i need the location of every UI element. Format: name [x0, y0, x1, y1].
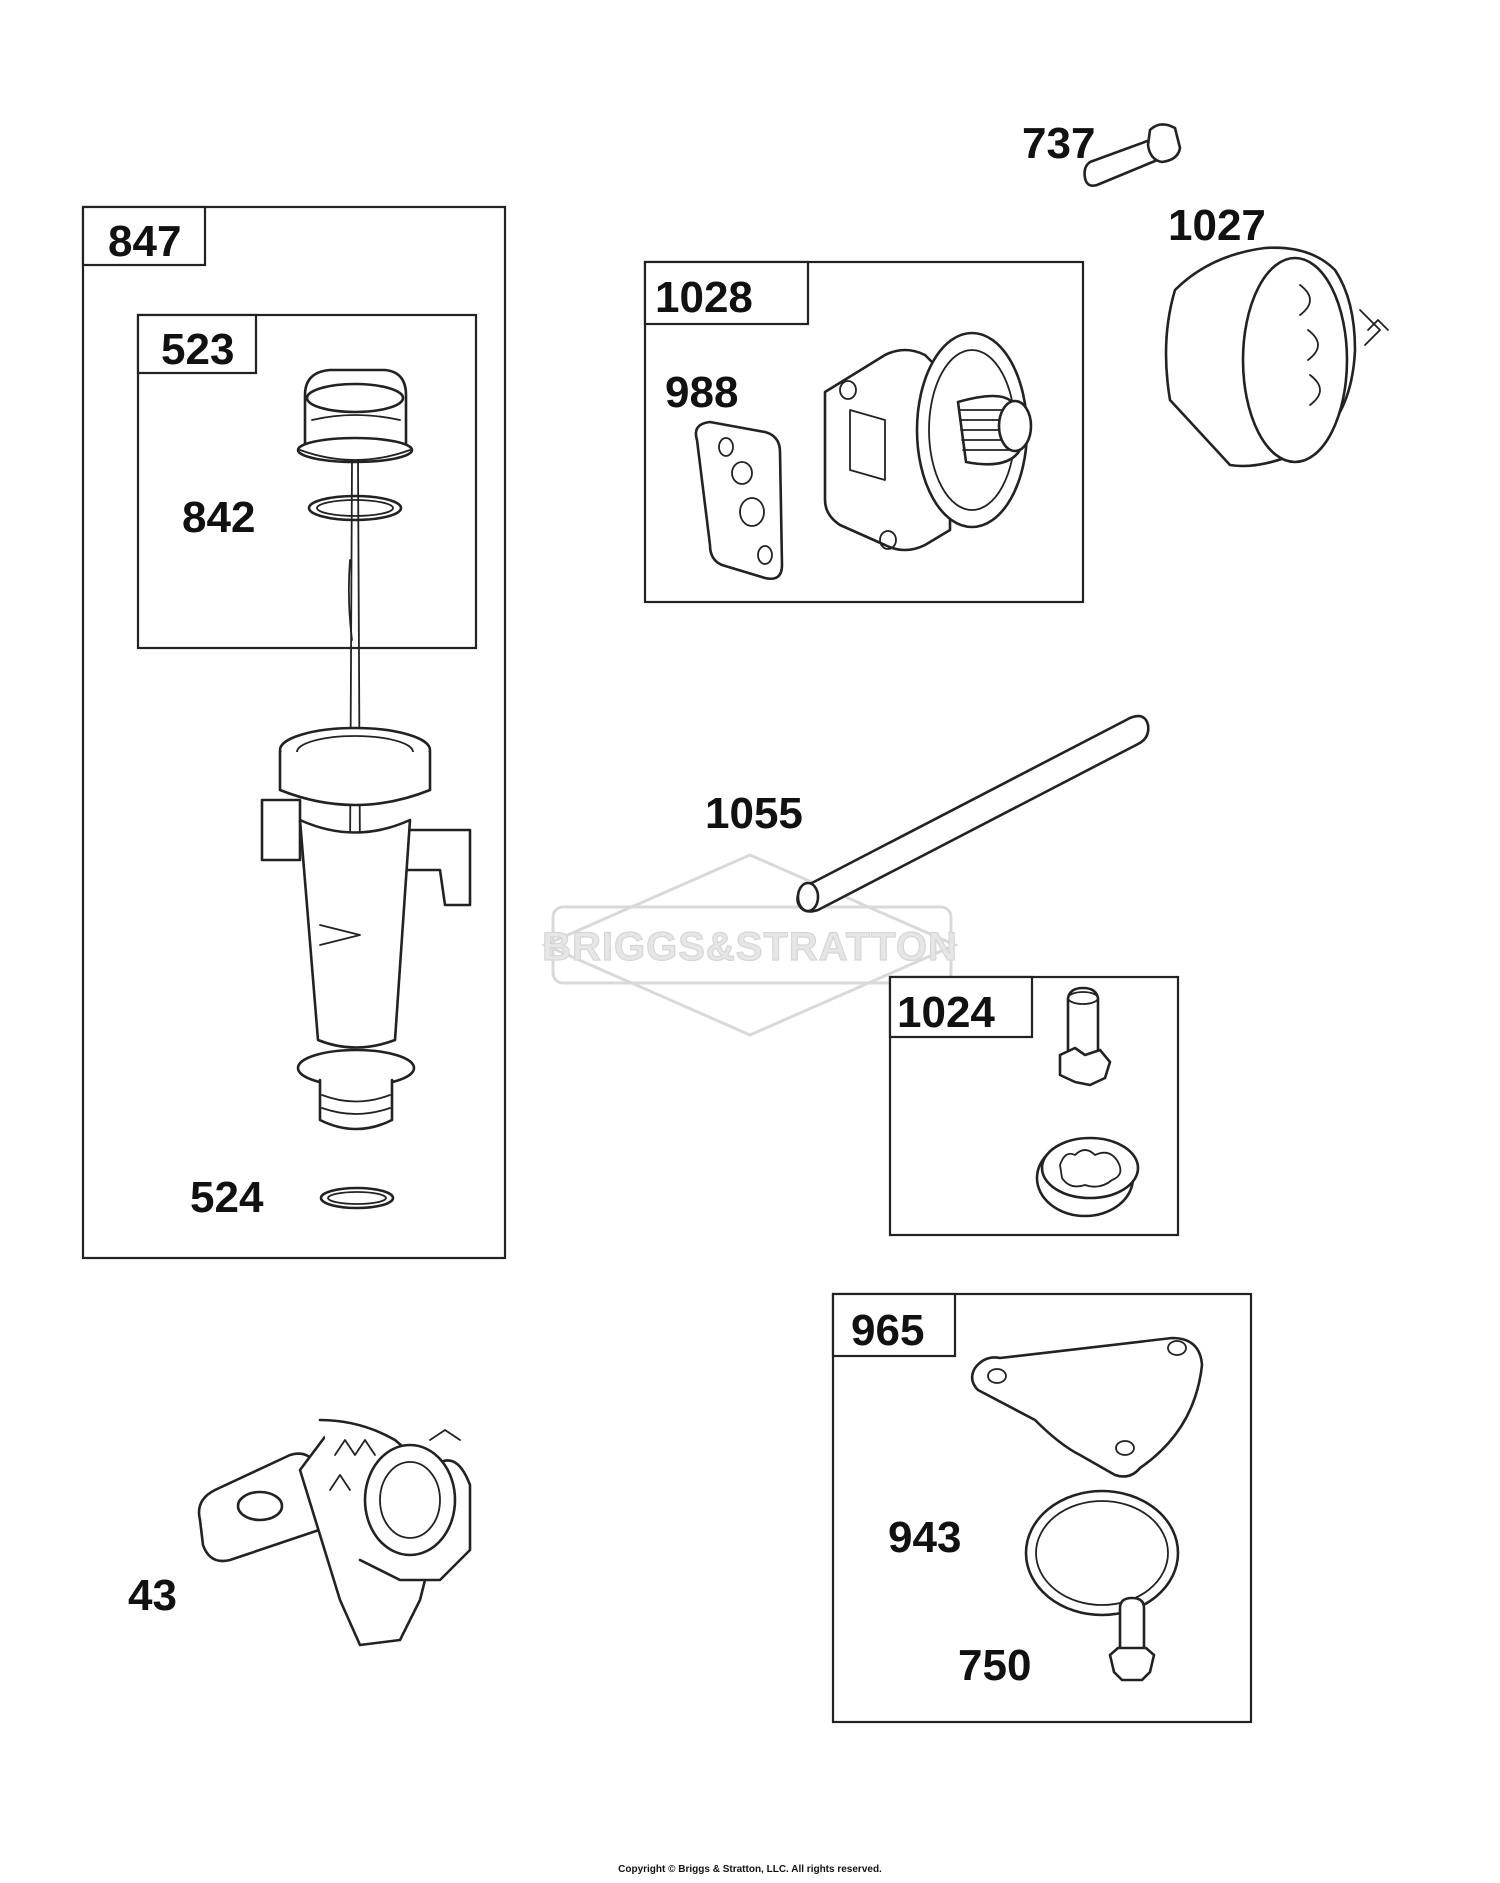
assembly-box-1028: 1028 [643, 260, 1085, 604]
brand-watermark: BRIGGS&STRATTON [541, 853, 959, 1037]
copyright-notice: Copyright © Briggs & Stratton, LLC. All … [618, 1864, 882, 1875]
tube-1055 [796, 714, 1150, 913]
o-ring-943 [1024, 1489, 1180, 1617]
governor-assembly-43 [197, 1418, 472, 1647]
screw-750 [1108, 1596, 1156, 1682]
box-label-1028: 1028 [655, 273, 753, 322]
o-ring-524 [319, 1186, 395, 1210]
box-label-847: 847 [108, 217, 181, 266]
box-label-523: 523 [161, 325, 234, 374]
label-750: 750 [958, 1641, 1031, 1690]
label-737: 737 [1022, 119, 1095, 168]
watermark-text: BRIGGS&STRATTON [542, 925, 958, 969]
dipstick-tube [260, 726, 472, 1131]
label-524: 524 [190, 1173, 264, 1222]
label-43: 43 [128, 1571, 177, 1620]
label-1027: 1027 [1168, 201, 1266, 250]
bolt-737 [1083, 123, 1182, 187]
label-988: 988 [665, 368, 738, 417]
assembly-box-965: 965 [831, 1292, 1253, 1724]
label-1055: 1055 [705, 789, 803, 838]
assembly-box-523: 523 [136, 313, 478, 650]
oil-filter-1027 [1164, 246, 1389, 468]
dipstick-cap [296, 368, 414, 464]
gasket-988 [694, 420, 784, 580]
box-label-965: 965 [851, 1306, 924, 1355]
box-label-1024: 1024 [897, 988, 995, 1037]
oil-pump-cover [970, 1336, 1204, 1478]
oil-pump-rotor-shaft [1058, 986, 1112, 1087]
oil-filter-adapter [823, 331, 1033, 552]
oil-pump-outer-rotor [1035, 1136, 1140, 1218]
label-842: 842 [182, 493, 255, 542]
assembly-box-1024: 1024 [888, 975, 1180, 1237]
label-943: 943 [888, 1513, 961, 1562]
assembly-box-847: 847 [81, 205, 507, 1260]
